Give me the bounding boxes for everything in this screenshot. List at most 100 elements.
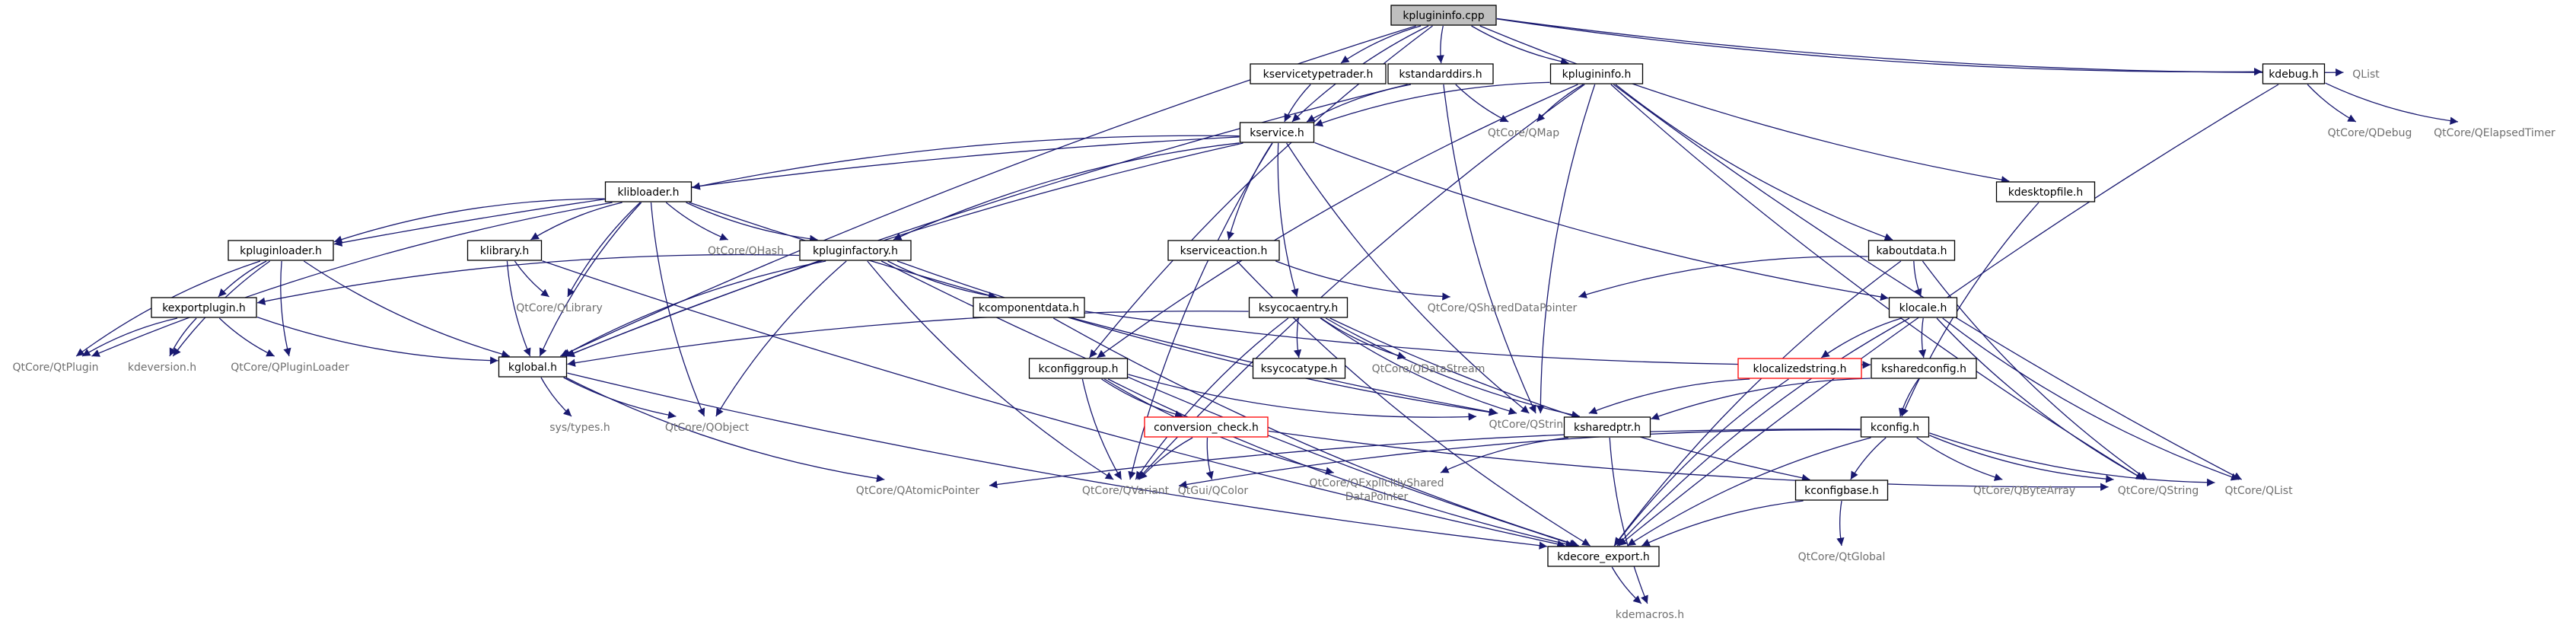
node-kpluginloader-h[interactable]: kpluginloader.h: [228, 240, 334, 261]
node-label: QtCore/QLibrary: [516, 302, 603, 314]
node-box: [466, 240, 543, 261]
edge-kglobal-h-to-sys-types-h: [540, 377, 572, 417]
edge-kplugininfo-h-to-qtcore-qmap: [1536, 84, 1584, 123]
edge-kservice-h-to-kpluginfactory-h: [893, 142, 1240, 241]
edge-kconfiggroup-h-to-kdecore-export-h: [1107, 378, 1575, 548]
edge-kdebug-h-to-qtcore-qdebug: [2307, 84, 2357, 123]
node-label: kplugininfo.h: [1562, 69, 1632, 81]
node-label: conversion_check.h: [1154, 422, 1259, 434]
edge-kplugininfo-cpp-to-kplugininfo-h: [1471, 25, 1569, 65]
edge-klocale-h-to-qtcore-qlist: [1942, 317, 2240, 481]
node-kglobal-h[interactable]: kglobal.h: [498, 356, 568, 378]
node-qlist-plain: QList: [2352, 69, 2380, 81]
node-kexportplugin-h[interactable]: kexportplugin.h: [151, 297, 257, 318]
edge-ksycocaentry-h-to-ksharedptr-h: [1325, 317, 1580, 419]
node-ksycocatype-h[interactable]: ksycocatype.h: [1252, 358, 1346, 379]
node-ksycocaentry-h[interactable]: ksycocaentry.h: [1248, 297, 1348, 318]
node-box: [1563, 416, 1651, 438]
node-box: [2262, 63, 2326, 84]
node-klibrary-h[interactable]: klibrary.h: [466, 240, 543, 261]
node-label: QtGui/QColor: [1178, 485, 1249, 497]
node-label: QtCore/QPluginLoader: [231, 362, 349, 374]
edge-klocalizedstring-h-to-kdecore-export-h: [1614, 378, 1789, 547]
node-label: kstandarddirs.h: [1399, 69, 1482, 81]
node-label: kconfiggroup.h: [1039, 363, 1119, 375]
node-kdemacros-h: kdemacros.h: [1616, 609, 1684, 621]
edge-kglobal-h-to-qtcore-qobject: [563, 377, 677, 419]
node-qtgui-qcolor: QtGui/QColor: [1178, 485, 1249, 497]
node-box: [1028, 358, 1129, 379]
edge-kservice-h-to-qtcore-qvariant: [1128, 142, 1273, 480]
node-label: QtCore/QVariant: [1082, 485, 1170, 497]
node-kdecore-export-h[interactable]: kdecore_export.h: [1547, 546, 1660, 567]
edge-kplugininfo-cpp-to-kservicetypetrader-h: [1340, 25, 1422, 64]
node-ksharedconfig-h[interactable]: ksharedconfig.h: [1871, 358, 1977, 379]
node-kservicetypetrader-h[interactable]: kservicetypetrader.h: [1250, 63, 1387, 84]
node-ksharedptr-h[interactable]: ksharedptr.h: [1563, 416, 1651, 438]
edge-kaboutdata-h-to-klocale-h: [1913, 260, 1922, 298]
edge-kservice-h-to-kpluginloader-h: [333, 136, 1240, 247]
edge-kexportplugin-h-to-kdeversion-h: [169, 317, 197, 357]
edge-ksycocaentry-h-to-kglobal-h: [567, 311, 1249, 367]
node-kplugininfo-h[interactable]: kplugininfo.h: [1549, 63, 1644, 84]
edge-conversion-check-h-to-qtcore-qvariant: [1138, 437, 1193, 480]
node-label: kdebug.h: [2269, 69, 2319, 81]
node-kpluginfactory-h[interactable]: kpluginfactory.h: [799, 240, 912, 261]
node-kdebug-h[interactable]: kdebug.h: [2262, 63, 2326, 84]
node-kconfigbase-h[interactable]: kconfigbase.h: [1794, 480, 1889, 501]
edge-kpluginfactory-h-to-kexportplugin-h: [256, 253, 800, 305]
edge-ksharedptr-h-to-qtcore-qexplicitlyshareddatapointer: [1440, 437, 1568, 473]
edge-kcomponentdata-h-to-ksharedconfig-h: [1084, 311, 1871, 369]
node-kdesktopfile-h[interactable]: kdesktopfile.h: [1995, 181, 2096, 202]
edge-kpluginfactory-h-to-qtcore-qvariant: [867, 260, 1114, 480]
node-qtcore-qlist: QtCore/QList: [2224, 485, 2293, 497]
edge-klibloader-h-to-qtcore-qhash: [665, 202, 728, 241]
edge-ksycocaentry-h-to-ksycocatype-h: [1293, 317, 1302, 359]
edge-kplugininfo-h-to-qtcore-qstringlist: [1536, 84, 1596, 414]
edge-ksycocaentry-h-to-qtcore-qdatastream: [1320, 317, 1406, 360]
edge-kservicetypetrader-h-to-kservice-h: [1284, 84, 1311, 123]
edge-ksycocaentry-h-to-qtcore-qvariant: [1135, 317, 1289, 480]
node-kconfig-h[interactable]: kconfig.h: [1860, 416, 1930, 438]
edge-kconfig-h-to-kdecore-export-h: [1627, 437, 1871, 547]
node-box: [1868, 240, 1956, 261]
node-label: QtCore/QDataStream: [1372, 363, 1485, 375]
node-qtcore-qobject: QtCore/QObject: [665, 422, 750, 434]
node-box: [1252, 358, 1346, 379]
edge-conversion-check-h-to-qtgui-qcolor: [1205, 437, 1214, 480]
node-klocale-h[interactable]: klocale.h: [1888, 297, 1958, 318]
edge-klibloader-h-to-kpluginfactory-h: [686, 202, 818, 243]
node-conversion-check-h[interactable]: conversion_check.h: [1144, 416, 1269, 438]
node-klibloader-h[interactable]: klibloader.h: [604, 181, 693, 202]
node-label: kconfigbase.h: [1804, 485, 1879, 497]
node-box: [151, 297, 257, 318]
node-kplugininfo-cpp[interactable]: kplugininfo.cpp: [1390, 5, 1497, 26]
node-label: kdecore_export.h: [1557, 551, 1650, 563]
node-label: QtCore/QAtomicPointer: [856, 485, 980, 497]
edge-kservice-h-to-ksycocaentry-h: [1277, 142, 1299, 298]
edge-klibrary-h-to-kglobal-h: [506, 260, 531, 357]
node-kstandarddirs-h[interactable]: kstandarddirs.h: [1387, 63, 1494, 84]
node-box: [604, 181, 693, 202]
edge-kservice-h-to-kglobal-h: [566, 142, 1243, 357]
node-kservice-h[interactable]: kservice.h: [1239, 122, 1315, 143]
edge-kconfiggroup-h-to-qtcore-qstringlist: [1128, 374, 1477, 421]
node-klocalizedstring-h[interactable]: klocalizedstring.h: [1737, 358, 1862, 379]
node-label: kaboutdata.h: [1876, 245, 1947, 257]
edge-klibloader-h-to-qtcore-qlibrary: [567, 202, 641, 298]
edge-kconfig-h-to-qtcore-qlist: [1929, 432, 2215, 487]
node-kserviceaction-h[interactable]: kserviceaction.h: [1167, 240, 1280, 261]
node-label: klocalizedstring.h: [1753, 363, 1847, 375]
edge-kpluginloader-h-to-kglobal-h: [303, 260, 510, 359]
edge-klibloader-h-to-kglobal-h: [539, 202, 642, 357]
edge-kplugininfo-cpp-to-qlist-plain: [1496, 18, 2344, 77]
edge-kplugininfo-cpp-to-kdesktopfile-h: [1479, 25, 2010, 184]
node-box: [1549, 63, 1644, 84]
edge-kaboutdata-h-to-qtcore-qshareddatapointer: [1578, 256, 1868, 298]
edge-kpluginfactory-h-to-kcomponentdata-h: [887, 260, 997, 300]
node-box: [1387, 63, 1494, 84]
node-kaboutdata-h[interactable]: kaboutdata.h: [1868, 240, 1956, 261]
node-kconfiggroup-h[interactable]: kconfiggroup.h: [1028, 358, 1129, 379]
node-kcomponentdata-h[interactable]: kcomponentdata.h: [973, 297, 1085, 318]
node-qtcore-qbytearray: QtCore/QByteArray: [1973, 485, 2075, 497]
